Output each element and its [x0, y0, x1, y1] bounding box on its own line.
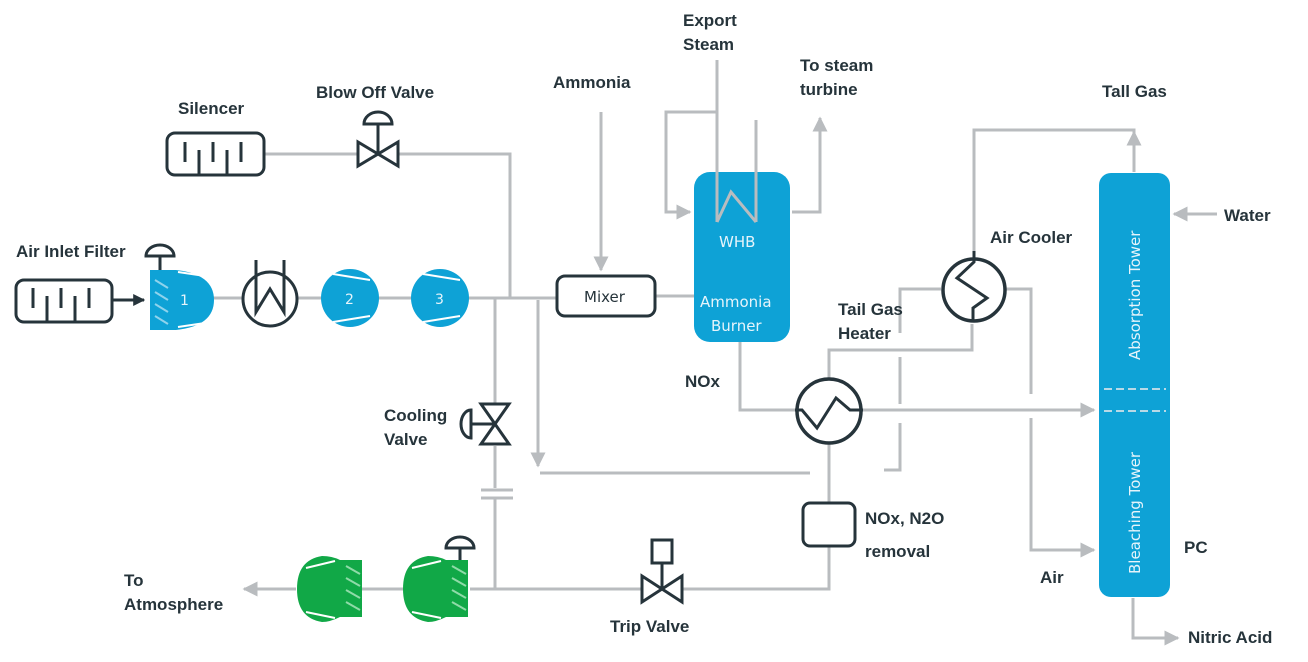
piping: [210, 60, 1217, 646]
labels: Silencer Blow Off Valve Air Inlet Filter…: [16, 11, 1272, 647]
label-ammonia: Ammonia: [553, 73, 631, 92]
absorption-tower-label: Absorption Tower: [1126, 230, 1144, 360]
compressor-3[interactable]: [411, 269, 469, 327]
expander-1[interactable]: [297, 556, 362, 622]
label-nox-removal-1: NOx, N2O: [865, 509, 944, 528]
label-export-steam-1: Export: [683, 11, 737, 30]
label-tail-gas-heater-1: Tail Gas: [838, 300, 903, 319]
label-trip-valve: Trip Valve: [610, 617, 689, 636]
label-to-steam-turbine-1: To steam: [800, 56, 873, 75]
pipe-air-down: [1029, 418, 1096, 558]
label-nitric-acid: Nitric Acid: [1188, 628, 1272, 647]
filter-baffles-icon: [31, 288, 91, 322]
burner-label-1: Ammonia: [700, 293, 772, 311]
trip-valve[interactable]: [640, 538, 684, 605]
pipe-nitric-acid: [1131, 598, 1180, 646]
mixer-label: Mixer: [584, 288, 626, 306]
compressor-1[interactable]: [144, 243, 214, 330]
compressor-2-number: 2: [345, 292, 354, 308]
compressor-1-number: 1: [180, 293, 189, 309]
pipe-removal-tripvalve: [683, 547, 831, 591]
equipment-labels: Mixer WHB Ammonia Burner 1 2 3 Absorptio…: [180, 230, 1144, 574]
label-cooling-valve-1: Cooling: [384, 406, 447, 425]
pipe-cooler-left-bottom: [884, 423, 902, 472]
coil-icon: [795, 395, 863, 431]
whb-label: WHB: [719, 233, 755, 251]
pipe-cooler-right: [1006, 287, 1033, 394]
label-blow-off-valve: Blow Off Valve: [316, 83, 434, 102]
label-to-atmosphere-1: To: [124, 571, 144, 590]
expander-2[interactable]: [403, 535, 476, 622]
actuator-icon: [459, 408, 473, 440]
label-tail-gas-heater-2: Heater: [838, 324, 891, 343]
pipe-burner-heater: [738, 342, 796, 412]
label-air-cooler: Air Cooler: [990, 228, 1073, 247]
actuator-icon: [444, 535, 476, 550]
pipe-blowoff-header: [398, 152, 512, 298]
label-air-inlet-filter: Air Inlet Filter: [16, 242, 126, 261]
label-to-steam-turbine-2: turbine: [800, 80, 858, 99]
label-to-atmosphere-2: Atmosphere: [124, 595, 223, 614]
label-nox-removal-2: removal: [865, 542, 930, 561]
actuator-icon: [362, 110, 394, 126]
nox-removal-unit[interactable]: [801, 501, 857, 548]
pipe-heater-top: [827, 324, 974, 380]
air-cooler[interactable]: [941, 251, 1007, 323]
label-water: Water: [1224, 206, 1271, 225]
label-nox: NOx: [685, 372, 721, 391]
label-silencer: Silencer: [178, 99, 245, 118]
pipe-to-turbine: [792, 116, 828, 214]
intercooler[interactable]: [241, 260, 299, 328]
mixer[interactable]: [555, 274, 657, 318]
pipe-whb-loop: [664, 110, 717, 220]
label-pc: PC: [1184, 538, 1208, 557]
compressor-3-number: 3: [435, 292, 444, 308]
label-tail-gas: Tall Gas: [1102, 82, 1167, 101]
label-export-steam-2: Steam: [683, 35, 734, 54]
blow-off-valve[interactable]: [356, 110, 400, 169]
coil-icon: [254, 260, 286, 318]
pipe-cooler-left-loop: [898, 287, 941, 333]
silencer-baffles-icon: [183, 142, 243, 175]
air-inlet-filter[interactable]: [14, 278, 146, 324]
tail-gas-heater[interactable]: [795, 377, 863, 445]
label-cooling-valve-2: Valve: [384, 430, 428, 449]
burner-label-2: Burner: [711, 317, 762, 335]
compressor-2[interactable]: [321, 269, 379, 327]
bleaching-tower-label: Bleaching Tower: [1126, 451, 1144, 574]
tower-column[interactable]: [1099, 173, 1170, 597]
coil-icon: [954, 251, 990, 322]
silencer[interactable]: [165, 131, 266, 177]
actuator-icon: [144, 243, 176, 258]
ammonia-burner[interactable]: [694, 172, 790, 342]
label-air: Air: [1040, 568, 1064, 587]
cooling-valve[interactable]: [459, 402, 512, 446]
